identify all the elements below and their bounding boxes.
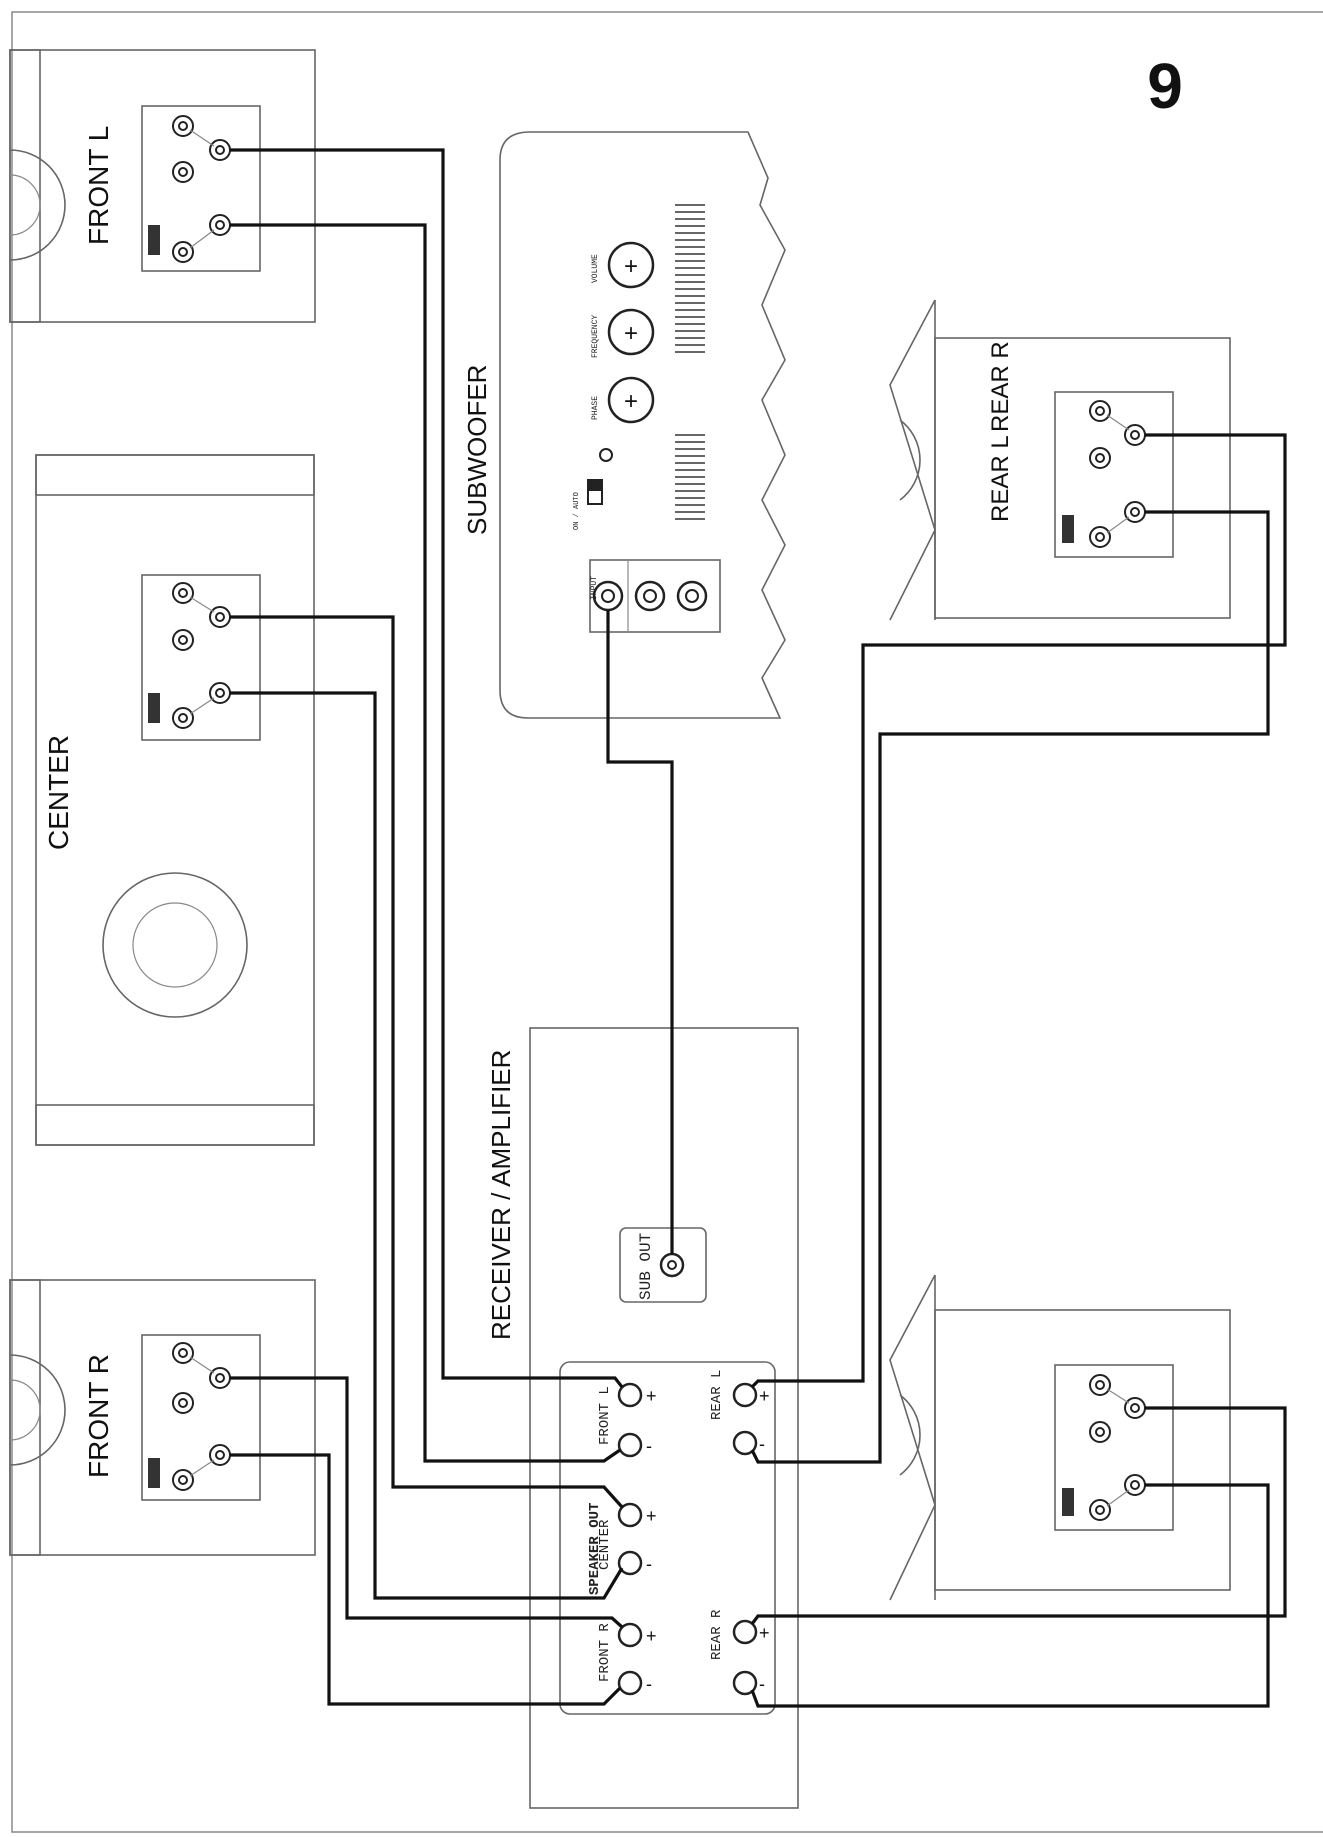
subwoofer: + + + PHASE FREQUENCY VOLUME (462, 131, 786, 719)
wire-rear-l-minus (750, 510, 1270, 1464)
rear-l-speaker: REAR L REAR R (889, 299, 1231, 621)
terminal-front-r-plus: + (617, 1622, 657, 1648)
rear-r-label: REAR R (987, 341, 1014, 432)
rear-l-label: REAR L (987, 435, 1014, 522)
rear-r-speaker (889, 1274, 1231, 1601)
terminal-center-minus: - (617, 1550, 652, 1576)
sub-out-panel (619, 1227, 707, 1303)
vent-upper (675, 204, 705, 353)
sub-out-label: SUB OUT (637, 1233, 655, 1300)
switch-label: ON / AUTO (573, 492, 581, 530)
knob-label-phase: PHASE (591, 396, 600, 420)
svg-text:+: + (646, 1626, 657, 1646)
terminal-label-rear-l: REAR L (709, 1370, 725, 1420)
wire-sub-out (606, 610, 674, 1254)
svg-text:-: - (759, 1674, 765, 1694)
wire-rear-l-plus (750, 433, 1287, 1389)
wire-front-r-minus (230, 1453, 622, 1706)
wire-front-l-plus (230, 148, 624, 1388)
svg-text:-: - (646, 1554, 652, 1574)
speaker-out-label: SPEAKER OUT (587, 1503, 603, 1595)
svg-text:+: + (646, 1506, 657, 1526)
front-r-label: FRONT R (83, 1354, 114, 1478)
terminal-label-front-r: FRONT R (597, 1623, 613, 1682)
center-speaker: CENTER (35, 454, 315, 1146)
vent-lower (675, 434, 705, 520)
svg-text:-: - (759, 1434, 765, 1454)
volume-knob-icon (607, 241, 655, 289)
svg-text:+: + (624, 253, 638, 280)
subwoofer-label: SUBWOOFER (462, 365, 492, 535)
terminal-front-l-plus: + (617, 1382, 657, 1408)
wire-center-plus (230, 615, 624, 1509)
terminal-rear-l-plus: + (732, 1382, 770, 1408)
wire-front-l-minus (230, 223, 621, 1463)
svg-text:-: - (646, 1436, 652, 1456)
frequency-knob-icon (607, 308, 655, 356)
knob-label-frequency: FREQUENCY (591, 315, 600, 358)
phase-knob-icon (607, 376, 655, 424)
terminal-label-rear-r: REAR R (709, 1609, 725, 1660)
terminal-center-plus: + (617, 1502, 657, 1528)
svg-text:+: + (624, 388, 638, 415)
terminal-label-center: CENTER (597, 1519, 613, 1570)
center-label: CENTER (43, 735, 74, 850)
wire-rear-r-plus (750, 1406, 1287, 1625)
page-number: 9 (1147, 50, 1183, 122)
svg-text:+: + (759, 1386, 770, 1406)
wire-front-r-plus (230, 1376, 624, 1629)
terminal-front-l-minus: - (617, 1432, 652, 1458)
terminal-rear-r-minus: - (732, 1670, 765, 1696)
terminal-front-r-minus: - (617, 1670, 652, 1696)
front-l-speaker: FRONT L (9, 49, 316, 323)
svg-text:+: + (646, 1386, 657, 1406)
receiver-amplifier: SUB OUT RECEIVER / AMPLIFIER SPEAKER OUT… (486, 1027, 799, 1809)
knob-label-volume: VOLUME (591, 254, 600, 283)
front-r-speaker: FRONT R (9, 1279, 316, 1556)
front-l-label: FRONT L (83, 126, 114, 245)
svg-text:+: + (759, 1623, 770, 1643)
speaker-wires (230, 148, 1287, 1708)
receiver-label: RECEIVER / AMPLIFIER (486, 1050, 516, 1340)
wire-center-minus (230, 691, 624, 1600)
svg-text:+: + (624, 320, 638, 347)
page-border (11, 11, 1323, 1833)
terminal-label-front-l: FRONT L (597, 1386, 613, 1445)
svg-text:-: - (646, 1674, 652, 1694)
input-label: INPUT (590, 576, 599, 600)
wire-rear-r-minus (750, 1483, 1270, 1708)
terminal-rear-l-minus: - (732, 1430, 765, 1456)
terminal-rear-r-plus: + (732, 1619, 770, 1645)
